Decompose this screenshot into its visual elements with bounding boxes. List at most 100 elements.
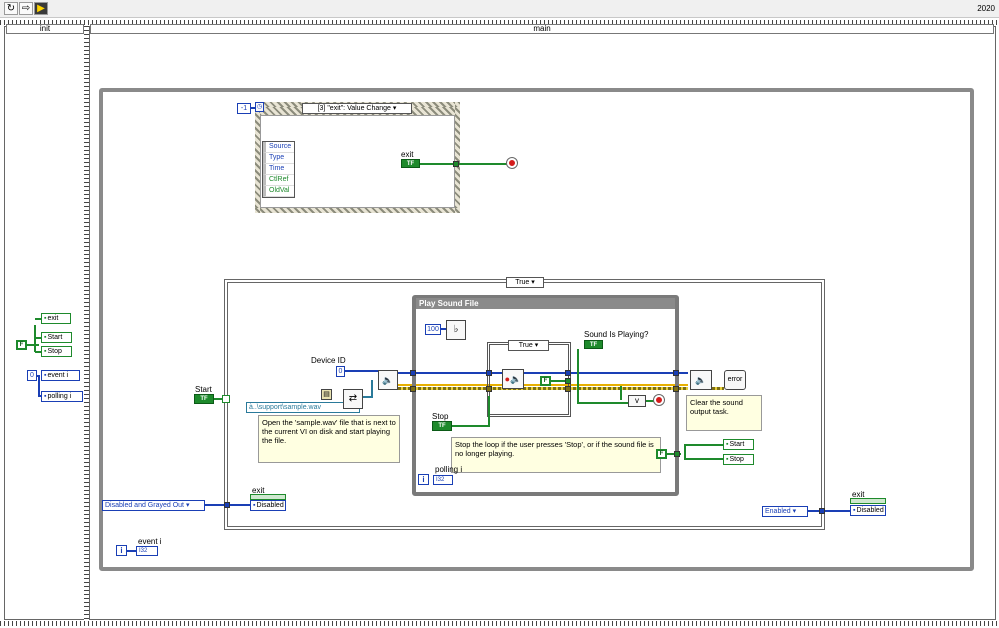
sound-playing-wire-h: [577, 402, 629, 404]
stop-wire-h: [452, 425, 490, 427]
stop-loop-comment: Stop the loop if the user presses 'Stop'…: [451, 437, 661, 473]
exit-prop-label: exit: [252, 486, 265, 495]
event-i-label: event i: [138, 537, 162, 546]
init-start-ref: Start: [41, 332, 72, 343]
sound-open-icon: 🔈: [378, 370, 398, 390]
event-exit-terminal: TF: [401, 159, 420, 168]
error-wire-out: [712, 387, 724, 390]
disabled-enum-text: Disabled and Grayed Out: [105, 502, 184, 509]
case-selector[interactable]: True ▾: [506, 277, 544, 288]
or-function-icon: v: [628, 395, 646, 407]
chevron-down-icon: ▾: [531, 279, 535, 286]
event-stop-wire: [459, 163, 507, 165]
enabled-enum-const: Enabled ▾: [762, 506, 808, 517]
init-bool-wire-h: [27, 344, 39, 346]
polling-iteration-terminal: i: [418, 474, 429, 485]
case-false-const: F: [656, 449, 667, 459]
loop-stop-sign-icon: [653, 394, 665, 406]
stop-wire-v: [488, 396, 490, 427]
play-loop-out-tunnel-2: [673, 386, 679, 392]
path-wire-v: [371, 380, 373, 398]
event-iteration-terminal: i: [116, 545, 127, 556]
polling-i-label: polling i: [435, 465, 463, 474]
metronome-icon: ♭: [446, 320, 466, 340]
inner-case-selector-text: True: [518, 342, 533, 349]
sound-playing-wire-v: [577, 349, 579, 404]
init-wire-exit: [35, 318, 41, 320]
inner-case-tunnel-1: [565, 370, 571, 376]
init-zero-const: 0: [27, 370, 37, 381]
event-data-type: Type: [263, 153, 294, 164]
case-start-ref: Start: [723, 439, 754, 450]
device-id-wire: [345, 370, 381, 372]
sound-status-icon: ●🔈: [502, 369, 524, 389]
run-icon[interactable]: ↻: [4, 2, 18, 15]
case-false-tunnel: [674, 451, 680, 457]
start-terminal: TF: [194, 394, 214, 404]
abort-icon[interactable]: ▶: [34, 2, 48, 15]
refs-wire-start: [684, 444, 723, 446]
case-stop-ref: Stop: [723, 454, 754, 465]
polling-i-indicator: I32: [433, 475, 453, 485]
clear-task-comment: Clear the sound output task.: [686, 395, 762, 431]
inner-bool-wire: [551, 380, 571, 382]
error-wire-main: [398, 387, 688, 390]
event-data-ctlref: CtlRef: [263, 175, 294, 186]
sequence-bottom-perforation: [0, 621, 999, 626]
device-id-const: 0: [336, 366, 345, 377]
play-loop-in-tunnel-1: [410, 370, 416, 376]
chevron-down-icon: ▾: [534, 342, 539, 349]
case-selector-text: True: [515, 279, 530, 286]
exit-prop2-label: exit: [852, 490, 865, 499]
play-loop-in-tunnel-2: [410, 386, 416, 392]
path-wire: [363, 396, 373, 398]
sequence-top-perforation: [0, 20, 999, 25]
event-data-oldval: OldVal: [263, 186, 294, 197]
event-data-source: Source: [263, 142, 294, 153]
event-data-time: Time: [263, 164, 294, 175]
init-wire-start: [35, 337, 41, 339]
or-output-wire: [646, 400, 654, 402]
inner-case-selector[interactable]: True ▾: [508, 340, 549, 351]
version-label: 2020: [977, 4, 995, 13]
sound-playing-label: Sound Is Playing?: [584, 330, 649, 339]
inner-case-in-tunnel-2: [486, 386, 492, 392]
event-selector-text: [3] "exit": Value Change: [317, 105, 391, 112]
case-selector-terminal: [222, 395, 230, 403]
wait-wire: [441, 328, 447, 330]
exit-prop-disabled: Disabled: [250, 500, 286, 511]
error-handler-icon: error: [724, 370, 746, 390]
play-loop-title: Play Sound File: [416, 298, 675, 309]
enabled-tunnel: [819, 508, 825, 514]
start-label: Start: [195, 385, 212, 394]
inner-case-tunnel-3: [565, 386, 571, 392]
device-id-label: Device ID: [311, 356, 346, 365]
or-input-wire: [620, 386, 622, 400]
init-int-wire-v: [38, 375, 40, 397]
main-frame-header: main: [90, 24, 994, 34]
start-wire: [214, 398, 225, 400]
wait-const: 100: [425, 324, 441, 335]
enabled-wire: [808, 510, 850, 512]
event-data-node: Source Type Time CtlRef OldVal: [262, 141, 295, 198]
event-case-selector[interactable]: [3] "exit": Value Change ▾: [302, 103, 412, 114]
open-file-comment: Open the 'sample.wav' file that is next …: [258, 415, 400, 463]
play-loop-out-tunnel-1: [673, 370, 679, 376]
device-wire-main: [398, 372, 688, 374]
stop-label: Stop: [432, 412, 449, 421]
file-icon: ▤: [321, 389, 332, 400]
inner-false-const: F: [540, 376, 551, 386]
stop-terminal: TF: [432, 421, 452, 431]
event-exit-wire: [420, 163, 456, 165]
init-false-const: F: [16, 340, 27, 350]
sound-playing-indicator: TF: [584, 340, 603, 349]
inner-case-tunnel-2: [565, 378, 571, 384]
event-i-wire: [127, 550, 136, 552]
init-wire-stop: [35, 351, 41, 353]
step-icon[interactable]: ⇨: [19, 2, 33, 15]
init-exit-ref: exit: [41, 313, 71, 324]
chevron-down-icon: ▾: [392, 105, 397, 112]
chevron-down-icon: ▾: [792, 508, 797, 515]
init-event-i-ref: event i: [41, 370, 80, 381]
outer-while-loop: [99, 88, 974, 571]
